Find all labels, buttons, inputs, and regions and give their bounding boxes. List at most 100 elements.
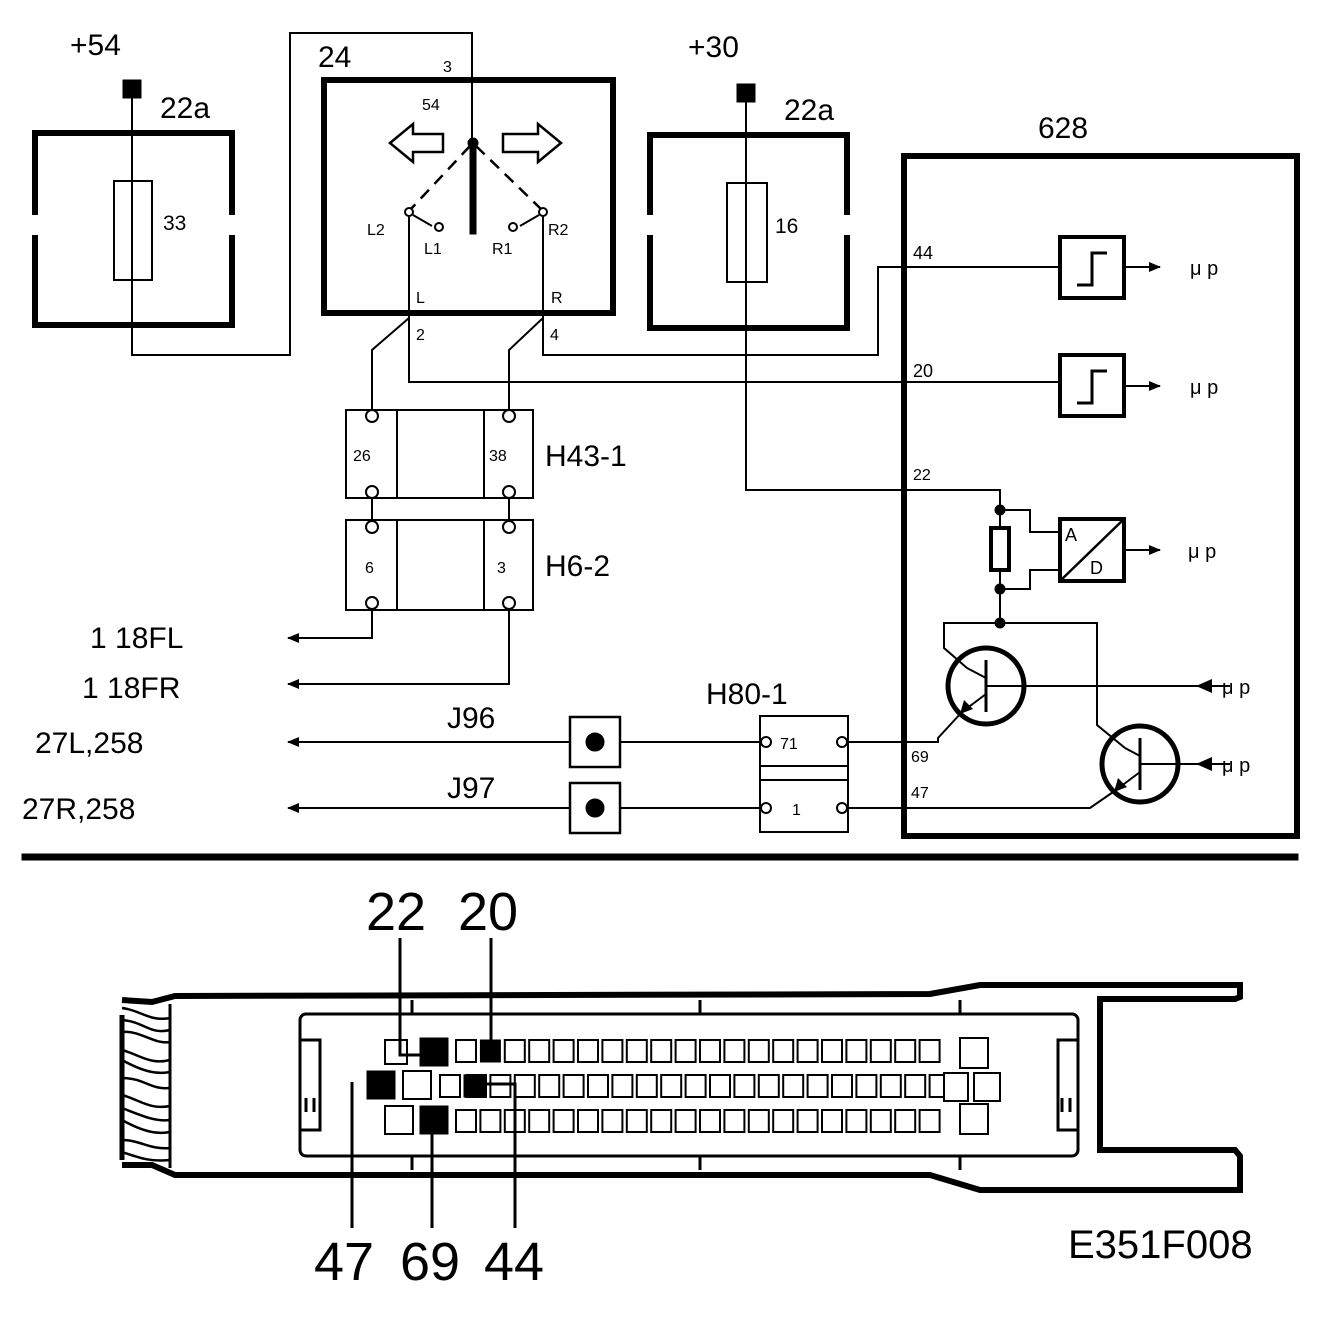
- module-628-box: [901, 153, 1300, 839]
- h6-pin-6: 6: [365, 560, 374, 577]
- module-connector-plug: [119, 982, 1243, 1193]
- h80-pin-1: 1: [792, 802, 801, 819]
- junction-j97: [568, 781, 622, 835]
- wire-l-to-h43-26: [371, 317, 410, 410]
- shunt-resistor: [989, 526, 1011, 572]
- plug-pin-cell: [635, 1074, 658, 1098]
- flasher-pin-r: R: [551, 290, 563, 307]
- plug-pin-cell: [577, 1109, 599, 1133]
- plug-pin-cell: [674, 1109, 697, 1133]
- plug-pin-cell: [845, 1039, 868, 1063]
- h43-pin-26: 26: [353, 448, 371, 465]
- adc-a-label: A: [1065, 525, 1077, 545]
- flasher-label: 24: [318, 41, 351, 74]
- plug-pin-cell: [601, 1109, 624, 1133]
- module-pin-44: 44: [913, 243, 933, 263]
- flasher-dash-right: [475, 145, 543, 211]
- flasher-switch-arm: [469, 141, 477, 235]
- wire-plus30-to-module-22: [745, 102, 1001, 508]
- wire-r-to-module-44: [542, 216, 1060, 356]
- plug-pin-cell: [463, 1074, 487, 1098]
- h43-pin-38: 38: [489, 448, 507, 465]
- plug-pin-cell: [419, 1105, 449, 1135]
- plug-pin-cell: [419, 1037, 449, 1067]
- plug-pin-cell: [552, 1109, 575, 1133]
- mu-p-adc: μ p: [1188, 541, 1216, 563]
- plug-pin-cell: [894, 1109, 917, 1133]
- plug-pin-cell: [806, 1074, 829, 1098]
- flasher-pivot: [467, 137, 479, 149]
- flasher-pin-l1: L1: [424, 241, 442, 258]
- plug-pin-cell: [973, 1072, 1001, 1102]
- plug-pin-cell: [959, 1037, 989, 1069]
- right-arrow-icon: [501, 121, 563, 165]
- junction-j97-label: J97: [447, 772, 495, 805]
- wire-plus54-to-flasher: [131, 32, 473, 356]
- plug-pin-cell: [831, 1074, 853, 1098]
- contact-l2: [404, 207, 414, 217]
- plug-pin-cell: [772, 1039, 795, 1063]
- figure-code: E351F008: [1068, 1223, 1253, 1267]
- fuse-left-number: 33: [163, 212, 186, 235]
- flasher-pin-54: 54: [422, 97, 440, 114]
- plug-pin-cell: [723, 1109, 746, 1133]
- plug-pin-cell: [660, 1074, 683, 1098]
- plug-pin-cell: [723, 1039, 746, 1063]
- plug-pin-cell: [601, 1039, 624, 1063]
- terminal-plus30: [736, 83, 756, 103]
- contact-l1: [434, 222, 444, 232]
- plug-pin-cell: [855, 1074, 878, 1098]
- connector-h80-1: [759, 715, 849, 833]
- h80-label: H80-1: [706, 678, 788, 711]
- plug-pin-cell: [772, 1109, 795, 1133]
- flasher-pin-r1: R1: [492, 241, 513, 258]
- h43-label: H43-1: [545, 440, 627, 473]
- plug-pin-cell: [869, 1039, 892, 1063]
- mu-p-44: μ p: [1190, 258, 1218, 280]
- plug-pin-cell: [733, 1074, 756, 1098]
- output-118fl: 1 18FL: [90, 622, 183, 655]
- plug-pin-cell: [879, 1074, 902, 1098]
- junction-j96-label: J96: [447, 702, 495, 735]
- plug-pin-cell: [821, 1109, 843, 1133]
- fuse-right-number: 16: [775, 215, 798, 238]
- plug-pin-cell: [684, 1074, 707, 1098]
- plug-pin-cell: [918, 1109, 941, 1133]
- plug-pin-cell: [918, 1039, 941, 1063]
- plug-pin-69-label: 69: [400, 1232, 460, 1292]
- plug-pin-cell: [513, 1074, 536, 1098]
- flasher-relay-box: [321, 77, 616, 316]
- plug-pin-cell: [959, 1103, 989, 1135]
- plug-pin-cell: [489, 1074, 512, 1098]
- wire-to-118fr: [287, 609, 510, 689]
- contact-r2: [538, 207, 548, 217]
- connector-h43-1: [345, 409, 534, 499]
- contact-r1: [508, 222, 518, 232]
- connector-h6-2: [345, 519, 534, 611]
- plug-pin-cell: [538, 1074, 561, 1098]
- plug-pin-cell: [674, 1039, 697, 1063]
- wire-r-to-h43-38: [508, 317, 544, 410]
- plug-pin-cell: [796, 1109, 819, 1133]
- plug-pin-cell: [384, 1039, 408, 1065]
- fuse-box-16: [647, 132, 850, 331]
- flasher-pin-l: L: [416, 290, 425, 307]
- plug-pin-20-label: 20: [458, 882, 518, 942]
- plug-pin-cell: [782, 1074, 805, 1098]
- mu-p-20: μ p: [1190, 377, 1218, 399]
- plug-pin-cell: [479, 1109, 502, 1133]
- plug-pin-cell: [577, 1039, 599, 1063]
- plug-pin-cell: [528, 1109, 551, 1133]
- section-divider: [21, 853, 1299, 861]
- wire-l-to-module-20: [408, 216, 1060, 383]
- module-pin-20: 20: [913, 361, 933, 381]
- module-pin-69: 69: [911, 749, 929, 766]
- adc-d-label: D: [1090, 558, 1103, 578]
- plug-pin-22-label: 22: [366, 882, 426, 942]
- plug-pin-cell: [552, 1039, 575, 1063]
- output-118fr: 1 18FR: [82, 672, 180, 705]
- module-label: 628: [1038, 112, 1088, 145]
- terminal-plus54: [122, 79, 142, 99]
- plug-pin-cell: [611, 1074, 634, 1098]
